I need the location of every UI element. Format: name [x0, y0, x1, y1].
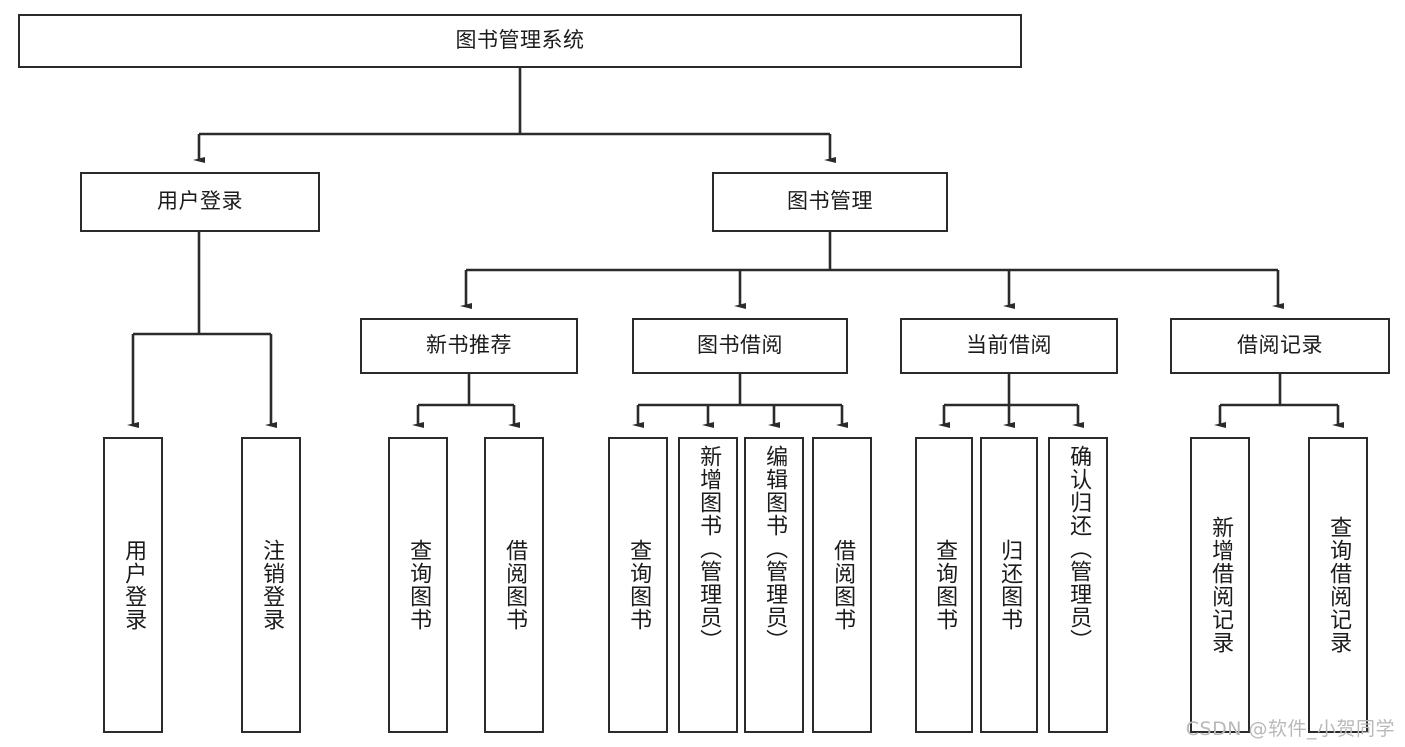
- node-user-login[interactable]: 用户登录: [80, 172, 320, 232]
- leaf-user-login-signin-label: 用户登录: [121, 539, 147, 631]
- node-new-book-recommend-label: 新书推荐: [426, 333, 512, 358]
- node-book-management-label: 图书管理: [787, 189, 873, 214]
- leaf-borrow-borrow-book-label: 借阅图书: [830, 539, 856, 631]
- node-new-book-recommend[interactable]: 新书推荐: [360, 318, 578, 374]
- node-book-borrow-label: 图书借阅: [697, 333, 783, 358]
- node-book-borrow[interactable]: 图书借阅: [632, 318, 848, 374]
- leaf-record-add[interactable]: 新增借阅记录: [1190, 437, 1250, 733]
- node-current-borrow[interactable]: 当前借阅: [900, 318, 1118, 374]
- leaf-current-query-book-label: 查询图书: [932, 539, 958, 631]
- node-user-login-label: 用户登录: [157, 189, 243, 214]
- node-book-management[interactable]: 图书管理: [712, 172, 948, 232]
- leaf-new-book-query-label: 查询图书: [406, 539, 432, 631]
- leaf-user-login-signout-label: 注销登录: [259, 539, 285, 631]
- leaf-borrow-edit-book-label: 编辑图书（管理员）: [762, 445, 788, 652]
- leaf-record-query[interactable]: 查询借阅记录: [1308, 437, 1368, 733]
- leaf-borrow-query-book[interactable]: 查询图书: [608, 437, 668, 733]
- leaf-borrow-query-book-label: 查询图书: [626, 539, 652, 631]
- leaf-current-query-book[interactable]: 查询图书: [915, 437, 973, 733]
- leaf-user-login-signout[interactable]: 注销登录: [241, 437, 301, 733]
- leaf-borrow-borrow-book[interactable]: 借阅图书: [812, 437, 872, 733]
- leaf-record-add-label: 新增借阅记录: [1208, 516, 1234, 654]
- leaf-current-return-book-label: 归还图书: [997, 539, 1023, 631]
- leaf-borrow-add-book-label: 新增图书（管理员）: [696, 445, 722, 652]
- leaf-new-book-query[interactable]: 查询图书: [388, 437, 448, 733]
- csdn-watermark: CSDN @软件_小贺同学: [1185, 718, 1395, 740]
- node-root-system-label: 图书管理系统: [455, 28, 585, 53]
- leaf-record-query-label: 查询借阅记录: [1326, 516, 1352, 654]
- leaf-user-login-signin[interactable]: 用户登录: [103, 437, 163, 733]
- leaf-current-return-book[interactable]: 归还图书: [980, 437, 1038, 733]
- node-borrow-record[interactable]: 借阅记录: [1170, 318, 1390, 374]
- node-root-system[interactable]: 图书管理系统: [18, 14, 1022, 68]
- leaf-current-confirm-return-label: 确认归还（管理员）: [1066, 445, 1092, 652]
- node-current-borrow-label: 当前借阅: [966, 333, 1052, 358]
- leaf-current-confirm-return[interactable]: 确认归还（管理员）: [1048, 437, 1108, 733]
- node-borrow-record-label: 借阅记录: [1237, 333, 1323, 358]
- leaf-borrow-edit-book[interactable]: 编辑图书（管理员）: [744, 437, 804, 733]
- leaf-borrow-add-book[interactable]: 新增图书（管理员）: [678, 437, 738, 733]
- leaf-new-book-borrow-label: 借阅图书: [502, 539, 528, 631]
- leaf-new-book-borrow[interactable]: 借阅图书: [484, 437, 544, 733]
